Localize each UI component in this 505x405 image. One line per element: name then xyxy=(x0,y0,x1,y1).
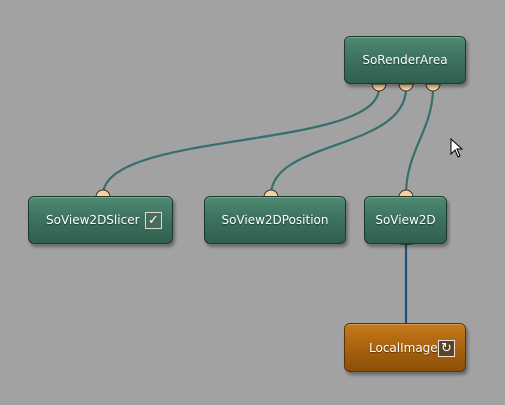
module-so-view2d-slicer[interactable]: SoView2DSlicer ✓ xyxy=(28,196,173,244)
module-so-view2d-position[interactable]: SoView2DPosition xyxy=(204,196,346,244)
module-label: LocalImage xyxy=(369,340,438,355)
checkmark-icon[interactable]: ✓ xyxy=(145,212,162,229)
module-label: SoView2DPosition xyxy=(221,213,329,227)
module-label: SoRenderArea xyxy=(362,53,448,67)
mouse-pointer-icon xyxy=(450,138,464,158)
module-local-image[interactable]: LocalImage ↻ xyxy=(344,323,466,372)
connection-renderarea-view2d[interactable] xyxy=(404,87,435,196)
connection-renderarea-slicer[interactable] xyxy=(101,87,381,196)
module-so-view2d[interactable]: SoView2D xyxy=(364,196,447,244)
module-label: SoView2D xyxy=(375,213,436,227)
connection-renderarea-position[interactable] xyxy=(269,87,408,196)
refresh-icon[interactable]: ↻ xyxy=(438,340,455,357)
render-area-input-connector-1[interactable] xyxy=(371,83,387,92)
render-area-input-connector-2[interactable] xyxy=(398,83,414,92)
render-area-input-connector-3[interactable] xyxy=(425,83,441,92)
module-so-render-area[interactable]: SoRenderArea xyxy=(344,36,466,84)
module-label: SoView2DSlicer xyxy=(46,213,140,227)
